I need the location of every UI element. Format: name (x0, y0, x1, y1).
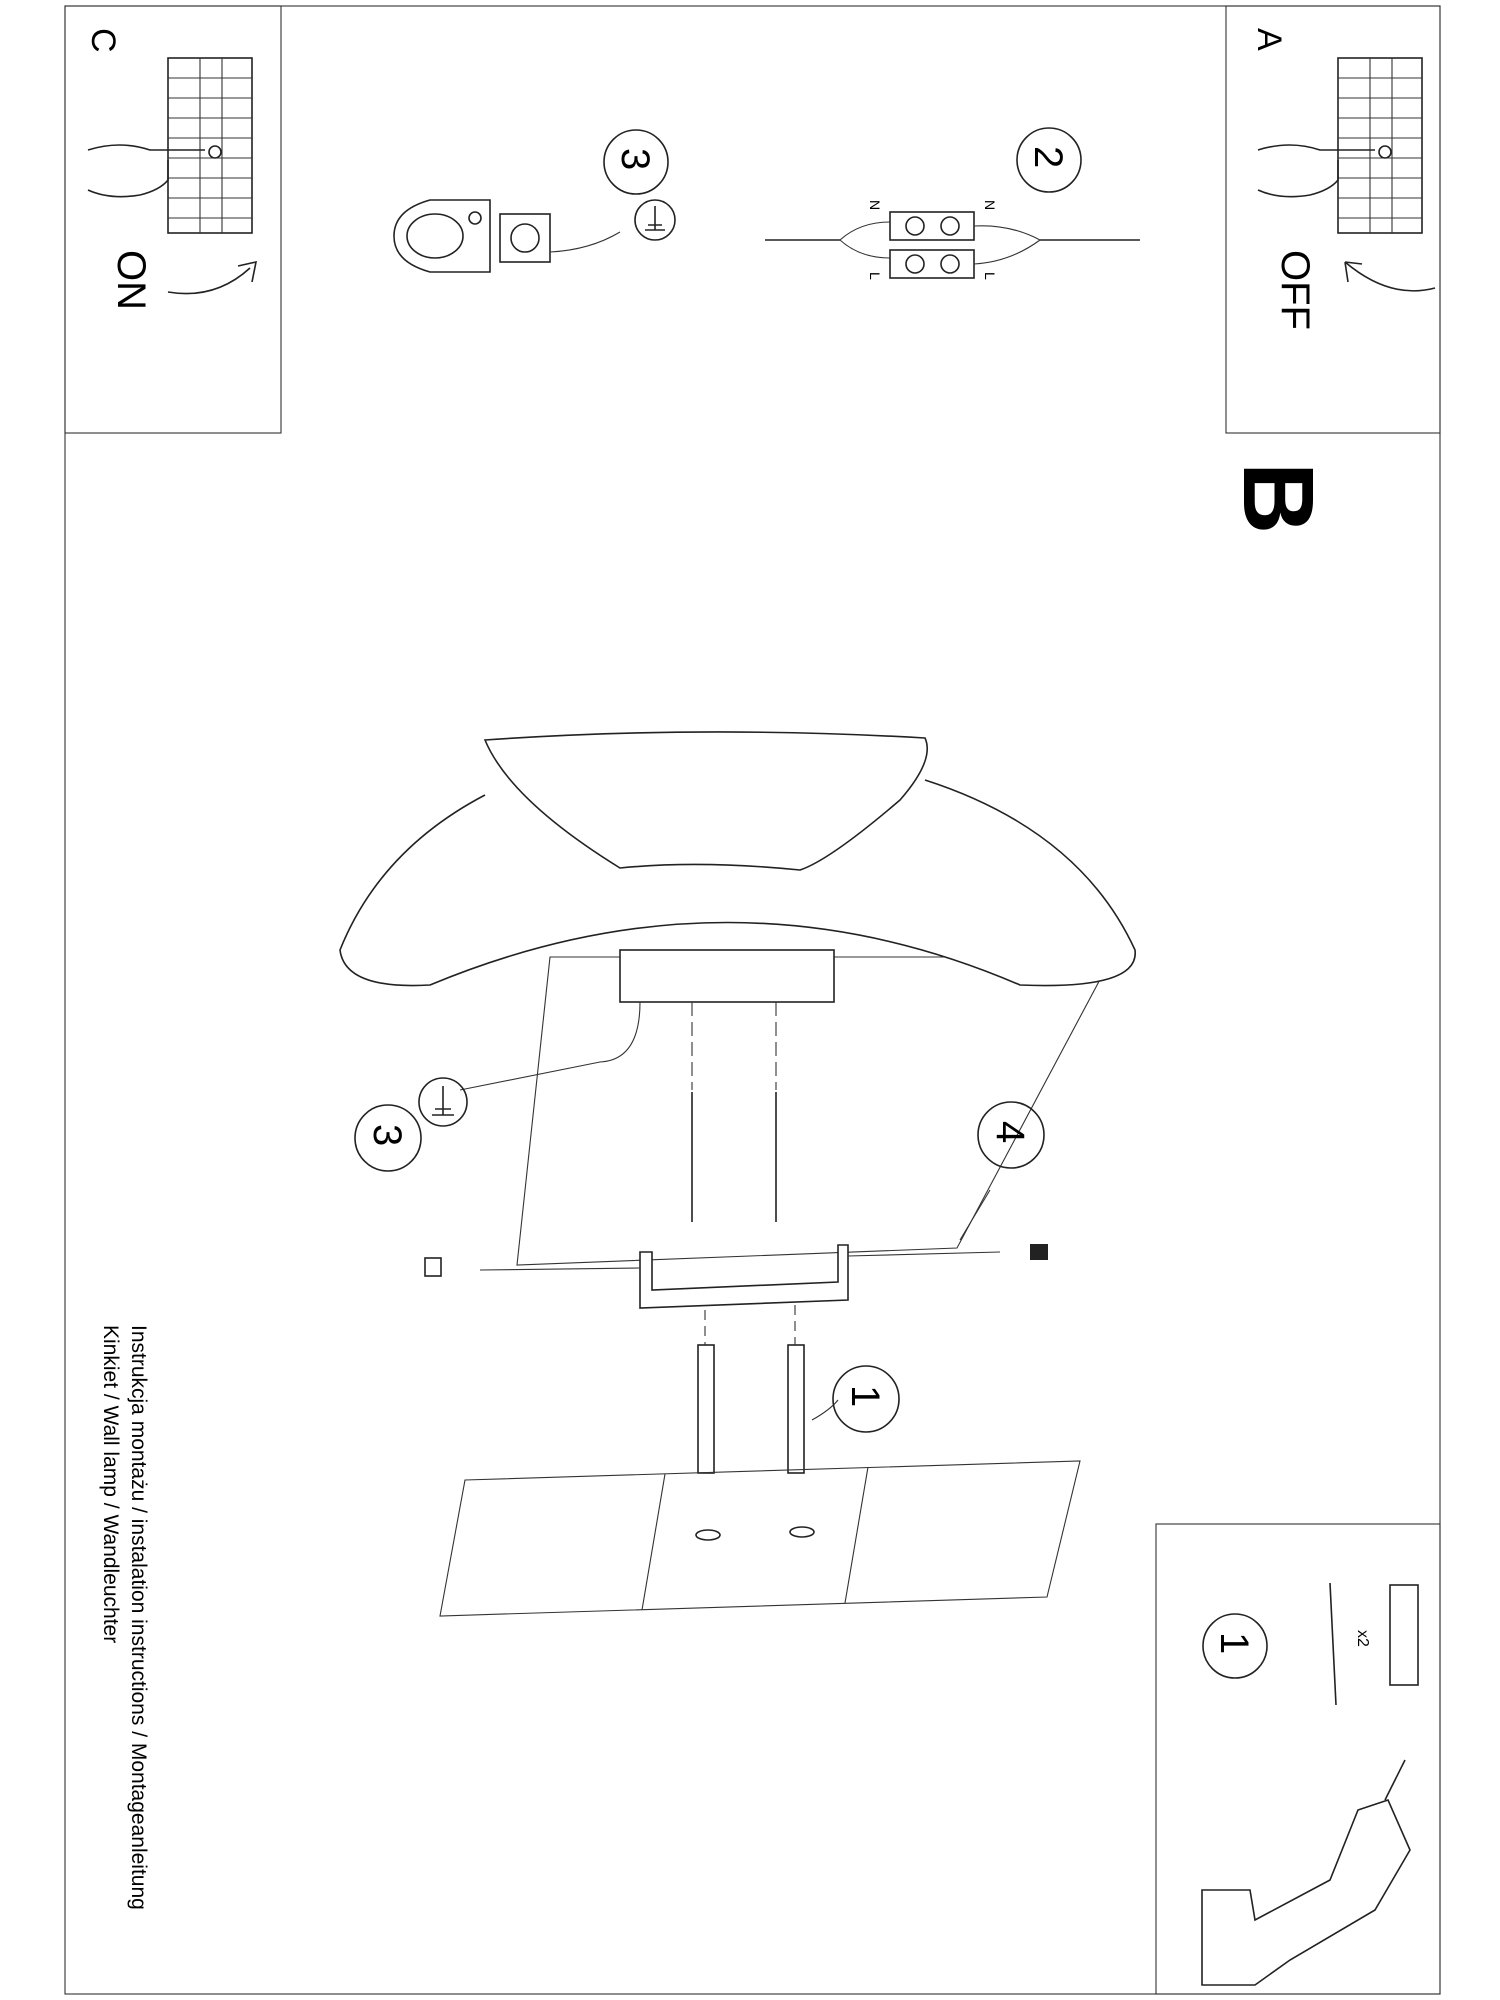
frame (64, 5, 1441, 1995)
side-screw-icon (424, 1257, 442, 1277)
step-number: 1 (1212, 1632, 1256, 1654)
panel-a-label: OFF (1273, 250, 1317, 330)
footer-line-1: Instrukcja montażu / instalation instruc… (127, 1325, 150, 1910)
wall-plate (516, 956, 1113, 1266)
step-badge-4 (977, 1101, 1045, 1169)
step-badge-1 (832, 1365, 900, 1433)
panel-c-letter: C (84, 28, 122, 53)
footer-line-2: Kinkiet / Wall lamp / Wandleuchter (99, 1325, 122, 1643)
wire-label-n-right: N (982, 200, 998, 210)
step-number: 3 (613, 148, 657, 170)
panel-parts: 1 x2 (1201, 1582, 1419, 1986)
step-badge-1 (1202, 1613, 1268, 1679)
drill-icon (1201, 1799, 1411, 1986)
wire-label-l-left: L (867, 272, 883, 280)
hand-icon (87, 144, 205, 198)
step-number: 2 (1026, 146, 1070, 168)
terminal-block-icon (167, 57, 253, 234)
lower-shade (339, 779, 1136, 987)
mounting-bracket (639, 1244, 849, 1309)
wall-surface (439, 1460, 1081, 1617)
wall-plug-icon (697, 1305, 805, 1474)
step-badge-3 (603, 129, 669, 195)
step-badge-3 (354, 1104, 422, 1172)
earth-connection-detail: 3 (393, 129, 676, 273)
hand-icon (1257, 144, 1375, 198)
curved-arrow-icon (1344, 261, 1436, 292)
lamp-assembly: 3 4 1 (339, 731, 1136, 1617)
panel-c: C ON (84, 28, 258, 310)
wiring-connector-detail: N N L L 2 (765, 127, 1140, 280)
mounting-box (619, 949, 835, 1003)
wire-label-n-left: N (867, 200, 883, 210)
panel-c-frame (64, 5, 282, 434)
parts-quantity: x2 (1354, 1630, 1371, 1647)
panel-a-letter: A (1250, 28, 1288, 51)
panel-c-label: ON (109, 250, 153, 310)
earth-symbol-icon (418, 1077, 468, 1127)
step-number: 3 (365, 1124, 409, 1146)
step-badge-2 (1016, 127, 1082, 193)
screw-icon (1329, 1582, 1337, 1706)
screw-icon (691, 1002, 777, 1222)
terminal-block-icon (1337, 57, 1423, 234)
curved-arrow-icon (167, 260, 258, 295)
step-number: 1 (843, 1385, 887, 1407)
upper-shade (483, 731, 929, 871)
wall-plug-icon (1389, 1584, 1419, 1686)
panel-a: A OFF (1250, 28, 1436, 330)
panel-b-letter: B (1222, 462, 1334, 534)
step-number: 4 (988, 1121, 1032, 1143)
wire-label-l-right: L (982, 272, 998, 280)
earth-symbol-icon (634, 199, 676, 241)
panel-parts-frame (1155, 1523, 1441, 1995)
panel-a-frame (1225, 5, 1441, 434)
side-screw-icon (1030, 1244, 1048, 1260)
